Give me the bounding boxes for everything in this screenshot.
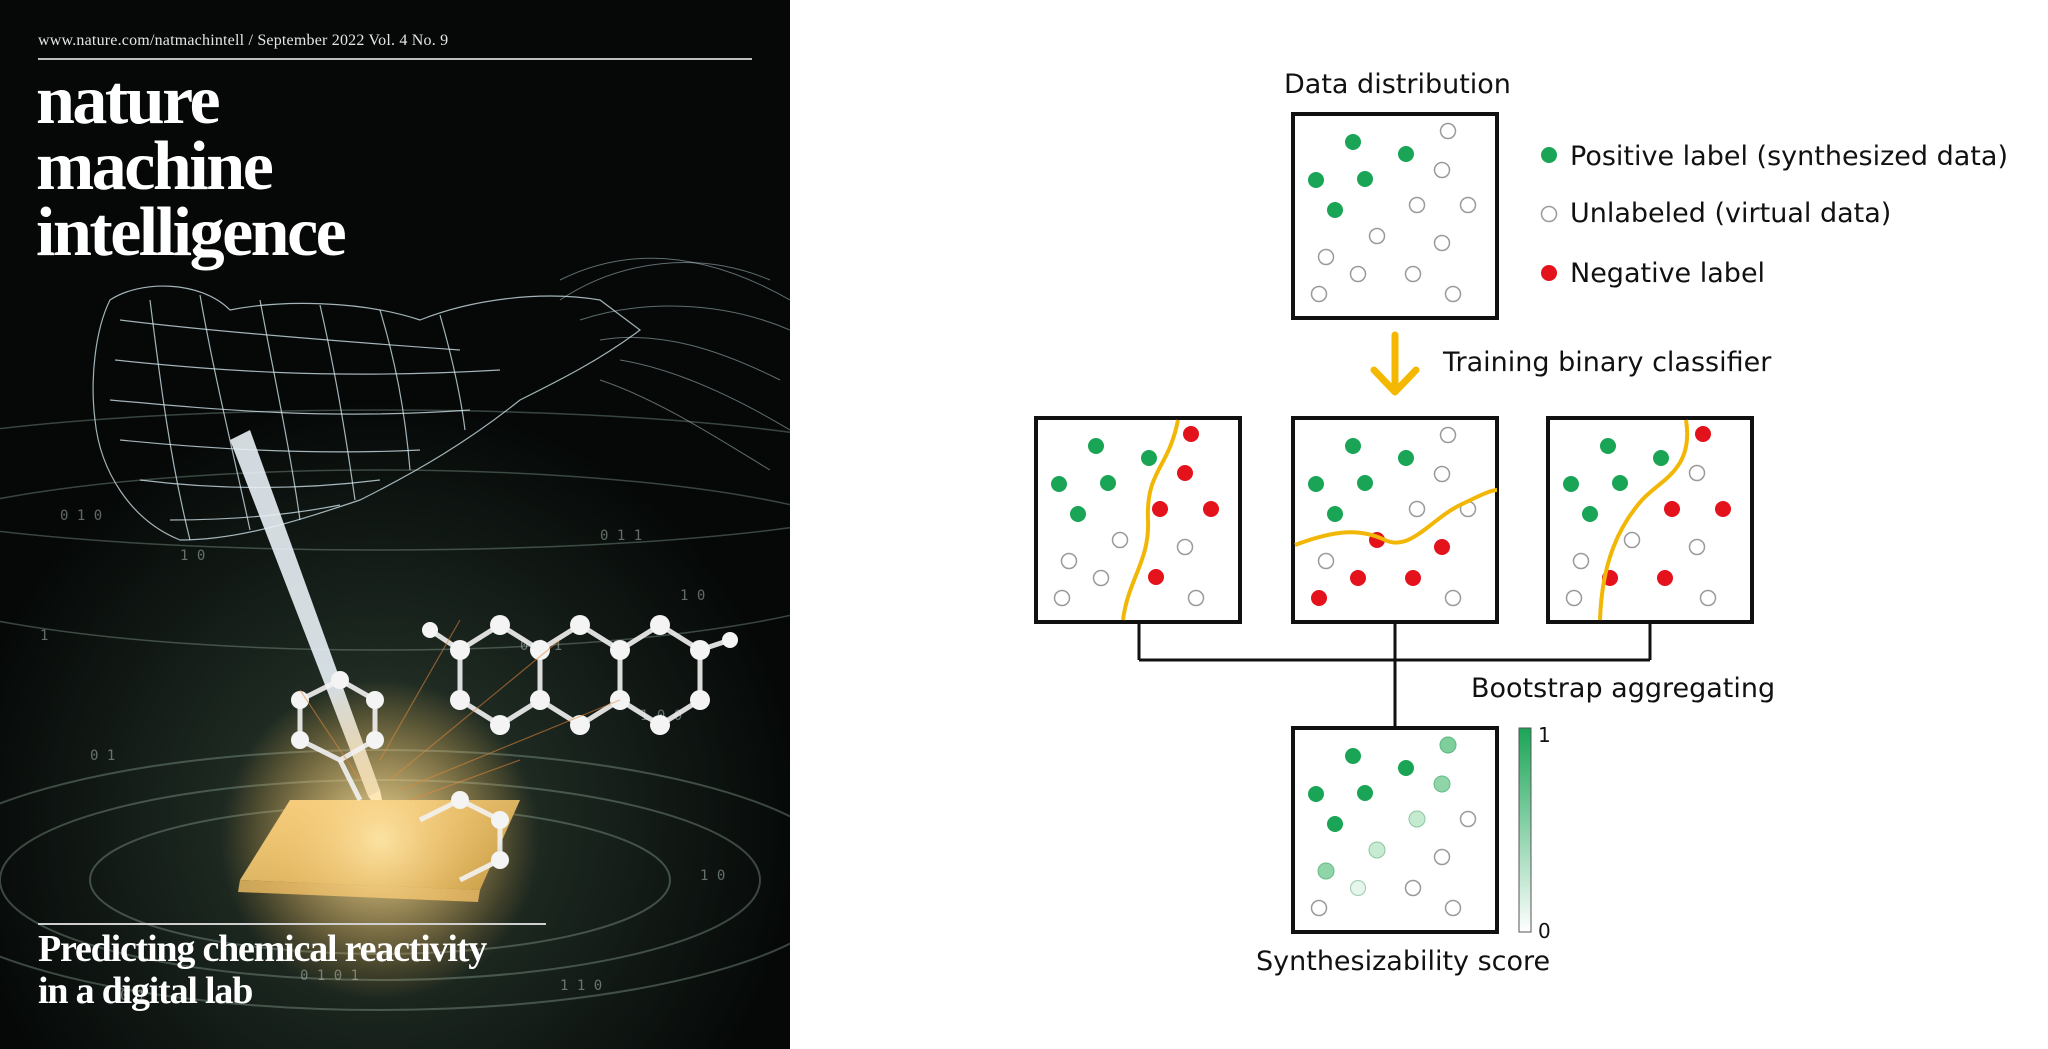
panel-classifier-2 — [1291, 416, 1499, 624]
svg-text:1 0: 1 0 — [680, 588, 705, 604]
cover-divider — [38, 58, 752, 60]
svg-text:1 0: 1 0 — [700, 868, 725, 884]
pu-learning-diagram: Data distribution Training binary classi… — [790, 0, 2048, 1049]
legend-positive-label: Positive label (synthesized data) — [1570, 141, 2008, 172]
journal-masthead: nature machine intelligence — [36, 62, 347, 271]
legend: Positive label (synthesized data) Unlabe… — [1540, 141, 2008, 289]
panel-synthesizability-score — [1291, 726, 1499, 934]
masthead-line-1: nature — [36, 62, 221, 139]
legend-unlabeled-label: Unlabeled (virtual data) — [1570, 198, 1891, 229]
svg-text:1 1 0: 1 1 0 — [560, 978, 602, 994]
score-colorbar: 1 0 — [1518, 723, 1551, 943]
headline-divider — [38, 923, 546, 925]
colorbar-min-label: 0 — [1538, 919, 1551, 943]
masthead-line-3: intelligence — [36, 194, 347, 271]
svg-text:1: 1 — [40, 628, 48, 644]
headline-line-2: in a digital lab — [38, 970, 253, 1012]
svg-text:0 1: 0 1 — [90, 748, 115, 764]
panel-classifier-3 — [1546, 416, 1754, 624]
cover-issue-line: www.nature.com/natmachintell / September… — [38, 32, 449, 49]
label-data-distribution: Data distribution — [1284, 69, 1511, 100]
svg-text:1 0: 1 0 — [180, 548, 205, 564]
cover-headline: Predicting chemical reactivity in a digi… — [38, 928, 487, 1012]
cover-artwork: 0 1 01 00 1 1 1 010 0 1 0 11 0 00 1 0 1 … — [0, 0, 790, 1049]
journal-cover: 0 1 01 00 1 1 1 010 0 1 0 11 0 00 1 0 1 … — [0, 0, 790, 1049]
svg-text:0 1 0: 0 1 0 — [60, 508, 102, 524]
legend-negative-label: Negative label — [1570, 258, 1765, 289]
legend-unlabeled-marker — [1540, 205, 1558, 223]
panel-data-distribution — [1291, 112, 1499, 320]
diagram-canvas: Data distribution Training binary classi… — [1034, 69, 2008, 977]
masthead-line-2: machine — [36, 128, 274, 205]
panel-classifier-1 — [1034, 416, 1242, 624]
colorbar-max-label: 1 — [1538, 723, 1551, 747]
headline-line-1: Predicting chemical reactivity — [38, 928, 487, 970]
legend-positive-marker — [1541, 147, 1557, 163]
svg-text:0 1 1: 0 1 1 — [600, 528, 642, 544]
training-arrow — [1370, 331, 1420, 396]
label-bootstrap-aggregating: Bootstrap aggregating — [1471, 673, 1775, 704]
label-synthesizability-score: Synthesizability score — [1256, 946, 1550, 977]
bagging-connector — [1137, 622, 1652, 728]
label-training-binary-classifier: Training binary classifier — [1442, 347, 1772, 378]
legend-negative-marker — [1541, 265, 1557, 281]
svg-text:0 1: 0 1 — [120, 988, 145, 1004]
